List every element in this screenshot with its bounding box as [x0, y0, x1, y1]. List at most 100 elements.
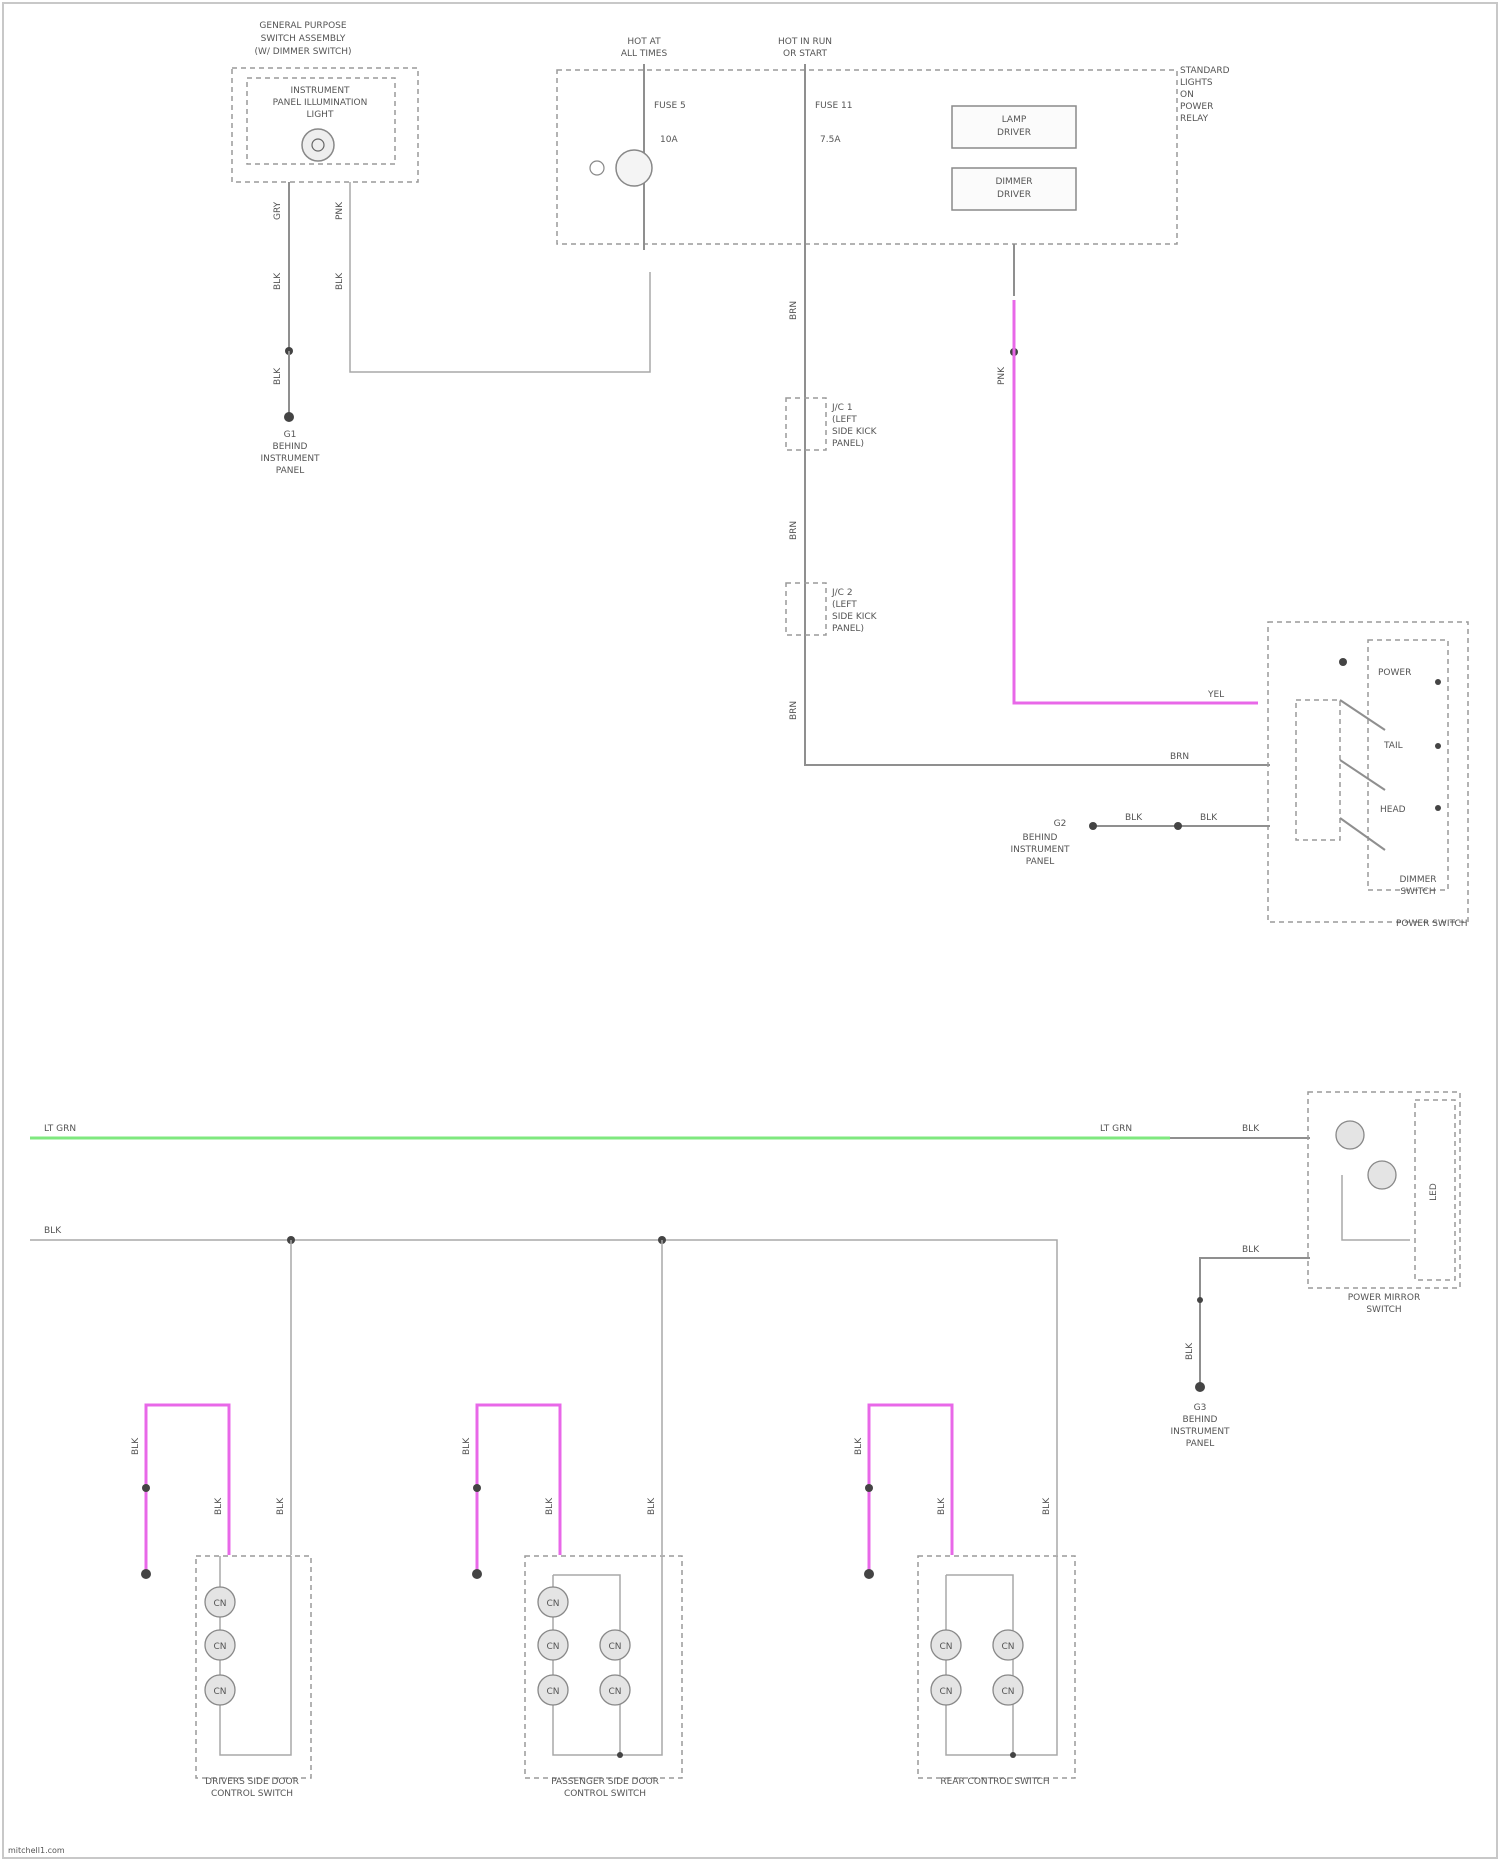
relay-coil-icon [590, 161, 604, 175]
jc1-line-2: (LEFT [832, 415, 857, 425]
ps-inner-2: SWITCH [1400, 887, 1435, 897]
wire-label-w9: PNK [997, 366, 1007, 385]
ips-title-3: (W/ DIMMER SWITCH) [254, 47, 351, 57]
jc2-line-2: (LEFT [832, 600, 857, 610]
switch-a-name-2: CONTROL SWITCH [211, 1789, 293, 1799]
relay-transistor-icon [616, 150, 652, 186]
switch-a-pink-dot [142, 1484, 150, 1492]
switch-c-lamp-2-label: CN [939, 1687, 952, 1697]
fuse-mid-label-2: OR START [783, 49, 827, 59]
wire-label-w16: BLK [1185, 1342, 1195, 1360]
pink-wire-main [1014, 300, 1258, 703]
jc1-line-1: J/C 1 [831, 403, 853, 413]
jc2-line-1: J/C 2 [831, 588, 853, 598]
ps-contact-tail: TAIL [1383, 741, 1403, 751]
switch-c-ground-dot [864, 1569, 874, 1579]
dimmer-driver-2: DRIVER [997, 190, 1031, 200]
switch-b-name-1: PASSENGER SIDE DOOR [551, 1777, 659, 1787]
ps-dot-1 [1339, 658, 1347, 666]
switch-b-inner-dot [617, 1752, 623, 1758]
g1-line-3: INSTRUMENT [260, 454, 320, 464]
dimmer-driver-box [952, 168, 1076, 210]
wire-label-w7: BRN [789, 521, 799, 540]
mirror-name-2: SWITCH [1366, 1305, 1401, 1315]
switch-b-lamp-4-label: CN [608, 1642, 621, 1652]
switch-a-ground-dot [141, 1569, 151, 1579]
wire-label-w11: BRN [1170, 752, 1189, 762]
fuse-left-label-1: HOT AT [627, 37, 661, 47]
g3-wire [1200, 1258, 1310, 1385]
g2-line-1: G2 [1054, 819, 1067, 829]
ps-terminal-1 [1435, 679, 1441, 685]
switch-c-pink-wire [869, 1405, 952, 1570]
ips-lamp-icon [302, 129, 334, 161]
switch-c-pink-dot [865, 1484, 873, 1492]
wire-label-w15: BLK [1242, 1245, 1260, 1255]
switch-b-lamp-2-label: CN [546, 1642, 559, 1652]
switch-c-box [918, 1556, 1075, 1778]
switch-b-name-2: CONTROL SWITCH [564, 1789, 646, 1799]
jc2-line-3: SIDE KICK [832, 612, 878, 622]
ps-terminal-3 [1435, 805, 1441, 811]
g2-dot [1089, 822, 1097, 830]
g3-line-3: INSTRUMENT [1170, 1427, 1230, 1437]
ips-title-2: SWITCH ASSEMBLY [261, 34, 346, 44]
ps-terminal-2 [1435, 743, 1441, 749]
lamp-driver-1: LAMP [1002, 115, 1027, 125]
ips-title-1: GENERAL PURPOSE [259, 21, 346, 31]
power-switch-inner [1296, 700, 1340, 840]
switch-b-lamp-3-label: CN [546, 1687, 559, 1697]
g2-splice-dot [1174, 822, 1182, 830]
ground-g1-dot [284, 412, 294, 422]
ps-switch-arms [1340, 700, 1385, 850]
lamp-driver-2: DRIVER [997, 128, 1031, 138]
fuse-left-label-2: ALL TIMES [621, 49, 668, 59]
page-border [3, 3, 1497, 1858]
wire-label-w18: BLK [276, 1497, 286, 1515]
switch-b-pink-wire [477, 1405, 560, 1570]
fuse2-label-1: FUSE 11 [815, 101, 852, 111]
g3-line-2: BEHIND [1183, 1415, 1218, 1425]
fuse1-label-1: FUSE 5 [654, 101, 686, 111]
ips-inner-1: INSTRUMENT [290, 86, 350, 96]
power-mirror-switch: LED POWER MIRROR SWITCH [1308, 1092, 1460, 1315]
wire-label-w13: BLK [1200, 813, 1218, 823]
g3-line-4: PANEL [1186, 1439, 1214, 1449]
watermark: mitchell1.com [8, 1846, 65, 1855]
wire-label-w17: BLK [44, 1226, 62, 1236]
mirror-lamp-2 [1368, 1161, 1396, 1189]
g2-line-4: PANEL [1026, 857, 1054, 867]
ground-g3-dot [1195, 1382, 1205, 1392]
wire-label-w6: BRN [789, 301, 799, 320]
switch-c-lamp-4-label: CN [1001, 1687, 1014, 1697]
wire-label-w14: BLK [1242, 1124, 1260, 1134]
rear-control-switch: BLK BLK CN CN CN CN REAR CONTROL SWITCH [854, 1405, 1075, 1787]
fuse2-label-2: 7.5A [820, 135, 841, 145]
lamp-driver-box [952, 106, 1076, 148]
wire-label-w10: YEL [1207, 690, 1224, 700]
wire-label-w26: BLK [937, 1497, 947, 1515]
jc1-line-3: SIDE KICK [832, 427, 878, 437]
splice-jc1-label: J/C 1 (LEFT SIDE KICK PANEL) [831, 403, 878, 449]
green-label-left: LT GRN [44, 1124, 76, 1134]
g1-line-4: PANEL [276, 466, 304, 476]
switch-a-pink-wire [146, 1405, 229, 1570]
relay-label-2: LIGHTS [1180, 78, 1213, 88]
wire-label-w4: BLK [335, 272, 345, 290]
fuse1-label-2: 10A [660, 135, 678, 145]
ps-name: POWER SWITCH [1396, 919, 1468, 929]
wire-label-w23: BLK [462, 1437, 472, 1455]
wire-label-w12: BLK [1125, 813, 1143, 823]
switch-b-ground-dot [472, 1569, 482, 1579]
switch-c-lamp-3-label: CN [1001, 1642, 1014, 1652]
g1-line-1: G1 [284, 430, 297, 440]
g3-splice [1197, 1297, 1203, 1303]
wire-label-w2: BLK [273, 272, 283, 290]
switch-a-lamp-3-label: CN [213, 1687, 226, 1697]
switch-c-name-1: REAR CONTROL SWITCH [940, 1777, 1049, 1787]
switch-a-lamp-1-label: CN [213, 1599, 226, 1609]
g2-line-3: INSTRUMENT [1010, 845, 1070, 855]
relay-label-1: STANDARD [1180, 66, 1230, 76]
